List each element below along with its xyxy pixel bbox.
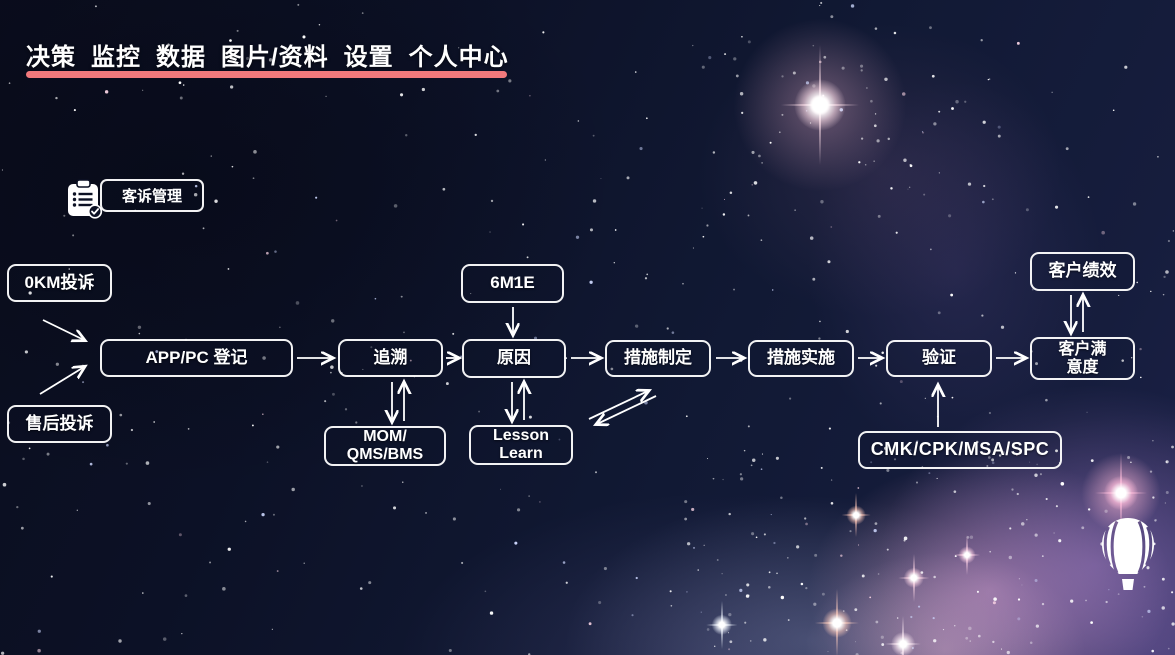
flow-node-implement: 措施实施 (748, 340, 854, 377)
flow-node-label: 验证 (922, 348, 956, 368)
flow-node-label: APP/PC 登记 (145, 347, 248, 367)
flow-node-label: 售后投诉 (25, 413, 94, 433)
top-nav: 决策 监控 数据 图片/资料 设置 个人中心 (26, 37, 509, 72)
flow-node-label: 措施实施 (767, 348, 835, 368)
nav-item-settings[interactable]: 设置 (343, 44, 394, 71)
nav-underline (26, 71, 507, 78)
flow-node-cmk-cpk-msa-spc: CMK/CPK/MSA/SPC (858, 431, 1062, 469)
flow-node-6m1e: 6M1E (461, 264, 564, 303)
flow-node-trace: 追溯 (338, 339, 443, 377)
flow-node-label: 原因 (497, 348, 531, 368)
flow-node-register: APP/PC 登记 (100, 339, 293, 377)
flow-node-label: 0KM投诉 (24, 272, 95, 292)
flow-node-lesson-learn: Lesson Learn (469, 425, 573, 465)
flow-node-label: 措施制定 (624, 348, 692, 368)
flow-node-label: Learn (499, 445, 543, 462)
flow-node-label: 6M1E (490, 273, 535, 293)
flow-node-after-sales: 售后投诉 (7, 405, 112, 443)
legend-label: 客诉管理 (121, 188, 182, 205)
flow-node-mom-qms-bms: MOM/ QMS/BMS (324, 426, 446, 466)
flow-node-okm: 0KM投诉 (7, 264, 112, 302)
flow-node-label: 追溯 (373, 347, 408, 367)
nav-item-monitor[interactable]: 监控 (91, 44, 141, 71)
flow-node-label: 客户满 (1058, 340, 1107, 358)
flow-node-label: QMS/BMS (346, 446, 424, 463)
legend-title-button[interactable]: 客诉管理 (100, 179, 204, 212)
nav-item-pictures-docs[interactable]: 图片/资料 (221, 44, 329, 71)
flow-node-cause: 原因 (462, 339, 566, 378)
nav-item-profile[interactable]: 个人中心 (408, 44, 509, 71)
flow-node-label: MOM/ (363, 428, 407, 446)
flow-node-plan: 措施制定 (605, 340, 711, 377)
flow-node-label: Lesson (492, 427, 549, 445)
nav-item-data[interactable]: 数据 (156, 44, 206, 71)
flow-node-verify: 验证 (886, 340, 992, 377)
flow-node-label: CMK/CPK/MSA/SPC (870, 439, 1050, 460)
nav-item-decision[interactable]: 决策 (26, 44, 76, 71)
clipboard-check-icon (68, 179, 103, 219)
hot-air-balloon-icon (1099, 517, 1157, 603)
flow-node-label: 客户绩效 (1048, 261, 1117, 281)
flow-node-satisfaction: 客户满 意度 (1030, 337, 1135, 380)
flow-node-label: 意度 (1066, 358, 1099, 376)
flow-node-performance: 客户绩效 (1030, 252, 1135, 291)
